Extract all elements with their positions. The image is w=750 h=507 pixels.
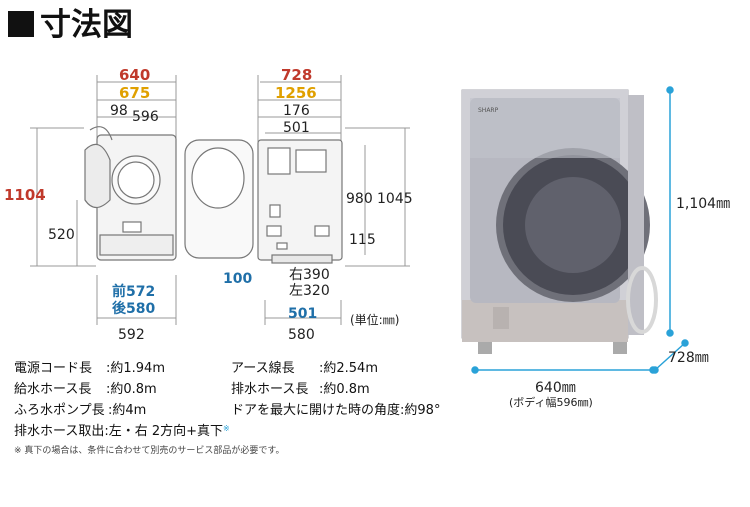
front-width-total: 640 <box>119 66 151 84</box>
front-depth-back: 後580 <box>112 301 156 317</box>
spec-door-angle: ドアを最大に開けた時の角度:約98° <box>231 404 440 417</box>
drain-label: 排水ホース取出:左・右 2方向+真下 <box>14 424 224 439</box>
spec-label: アース線長 <box>231 361 295 376</box>
footnote: ※ 真下の場合は、条件に合わせて別売のサービス部品が必要です。 <box>14 446 285 456</box>
spec-power-cord: 電源コード長 :約1.94m <box>14 361 165 376</box>
note-mark: ※ <box>223 424 230 433</box>
spec-water-supply-hose: 給水ホース長 :約0.8m <box>14 382 157 397</box>
page-title: 寸法図 <box>8 10 133 41</box>
photo-depth-label: 728㎜ <box>668 350 709 366</box>
spec-value: :約1.94m <box>106 361 165 376</box>
side-offset-100: 100 <box>223 271 253 287</box>
side-height-980: 980 <box>346 191 373 207</box>
front-depth-front: 前572 <box>112 284 156 300</box>
spec-label: 電源コード長 <box>14 361 93 376</box>
front-height-520: 520 <box>48 227 75 243</box>
spec-value: :約0.8m <box>106 382 157 397</box>
side-offset-501-top: 501 <box>283 120 310 136</box>
side-depth-open: 1256 <box>275 84 317 102</box>
front-height-total: 1104 <box>4 186 46 204</box>
side-offset-501-bottom: 501 <box>288 306 318 322</box>
svg-text:SHARP: SHARP <box>478 107 499 114</box>
spec-drain-hose: 排水ホース長 :約0.8m <box>231 382 370 397</box>
photo-width-label: 640㎜ <box>535 380 576 396</box>
front-width-door: 675 <box>119 84 151 102</box>
spec-label: 排水ホース長 <box>231 382 309 397</box>
unit-label: (単位:㎜) <box>350 313 400 327</box>
spec-value: :約98° <box>400 403 441 418</box>
front-width-596: 596 <box>132 109 159 125</box>
spec-label: ドアを最大に開けた時の角度 <box>231 403 401 418</box>
spec-bath-pump: ふろ水ポンプ長:約4m <box>14 403 146 418</box>
photo-height-label: 1,104㎜ <box>676 196 731 212</box>
spec-drain-outlet: 排水ホース取出:左・右 2方向+真下※ <box>14 424 230 439</box>
side-height-1045: 1045 <box>377 191 413 207</box>
spec-earth-wire: アース線長 :約2.54m <box>231 361 378 376</box>
photo-body-width-label: (ボディ幅596㎜) <box>509 396 593 409</box>
side-left-320: 左320 <box>289 283 330 299</box>
side-depth-728: 728 <box>281 66 313 84</box>
spec-value: :約4m <box>108 403 147 418</box>
title-text: 寸法図 <box>40 7 133 43</box>
front-offset-98: 98 <box>110 103 128 119</box>
spec-label: ふろ水ポンプ長 <box>14 403 105 418</box>
front-width-bottom: 592 <box>118 327 145 343</box>
side-width-580: 580 <box>288 327 315 343</box>
spec-value: :約2.54m <box>319 361 378 376</box>
side-height-115: 115 <box>349 232 376 248</box>
spec-value: :約0.8m <box>319 382 370 397</box>
side-offset-176: 176 <box>283 103 310 119</box>
spec-label: 給水ホース長 <box>14 382 92 397</box>
square-bullet-icon <box>8 11 34 37</box>
side-right-390: 右390 <box>289 267 330 283</box>
